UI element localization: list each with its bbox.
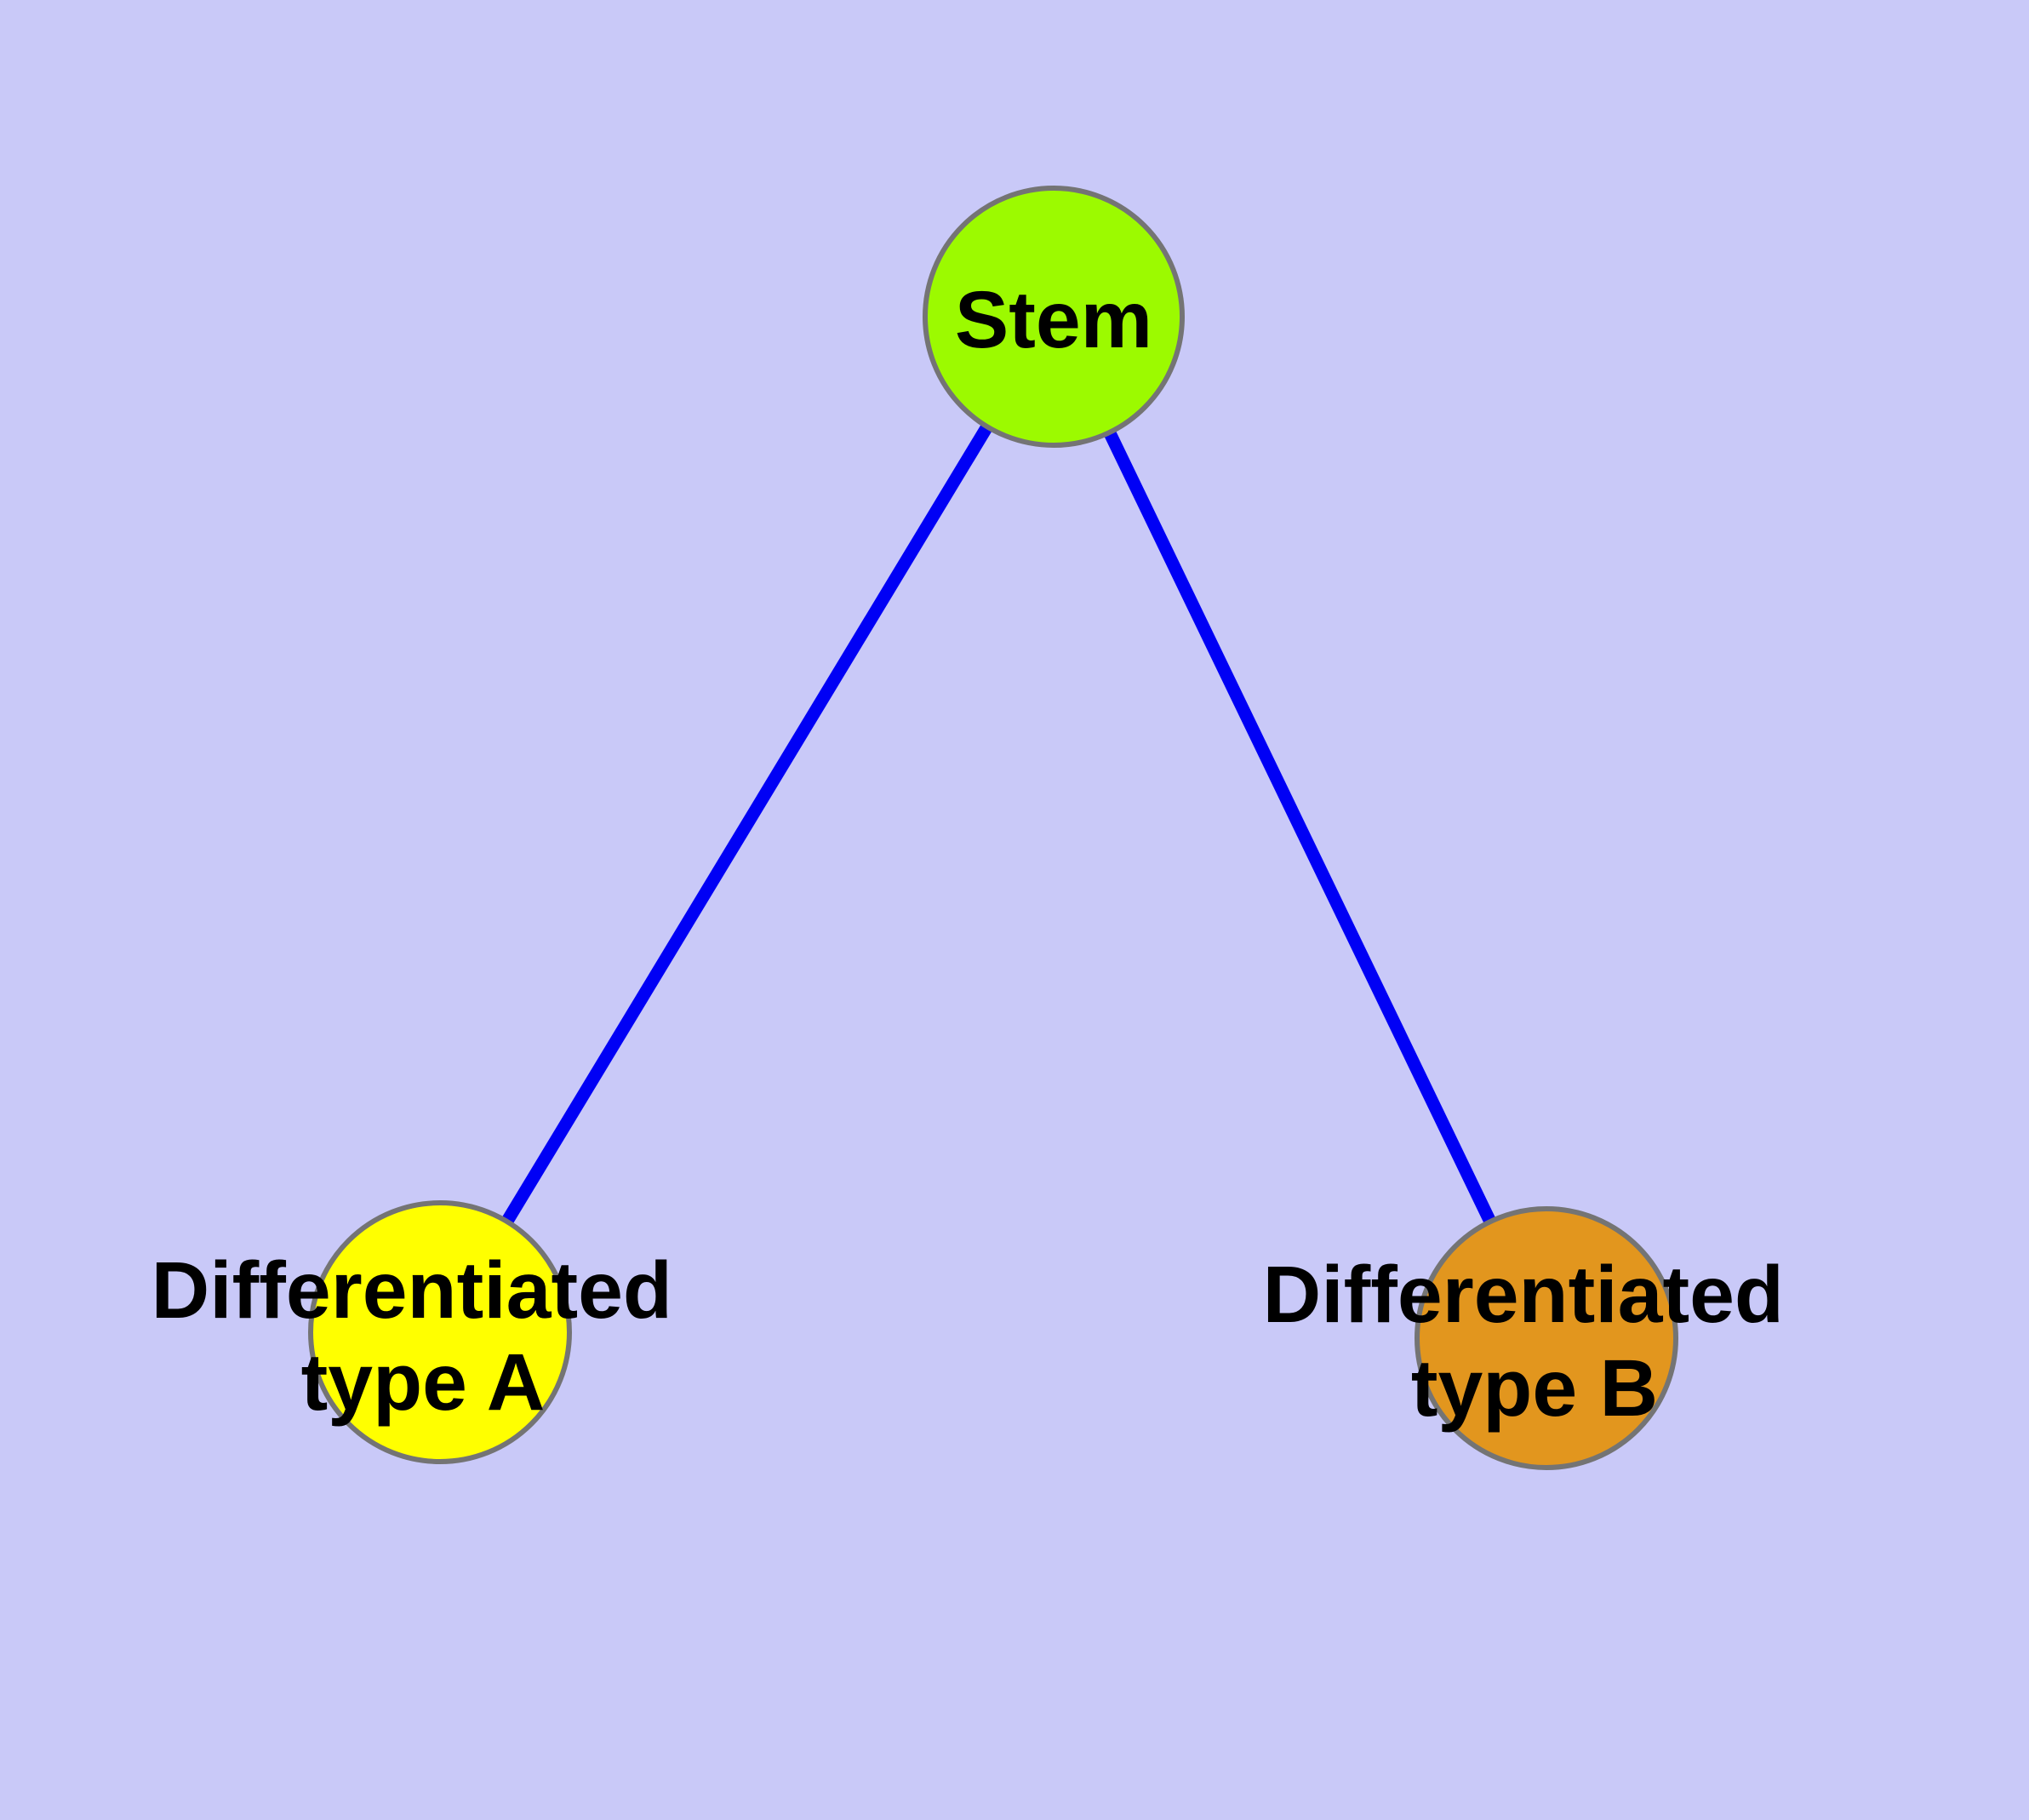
node-type-a-circle	[308, 1200, 572, 1464]
node-type-a-label: Differentiated type A	[151, 1245, 695, 1428]
node-type-b-label-line2: type B	[1411, 1343, 1658, 1434]
edge-stem-to-type-a	[434, 313, 1060, 1336]
node-type-b-label-line1: Differentiated	[1263, 1250, 1784, 1340]
node-stem-label: Stem	[955, 275, 1152, 365]
edge-stem-to-type-b	[1048, 313, 1552, 1342]
node-stem-circle	[923, 186, 1185, 448]
node-type-b-circle	[1415, 1206, 1678, 1470]
node-type-a-label-line2: type A	[301, 1337, 546, 1428]
node-type-b-label: Differentiated type B	[1263, 1250, 1807, 1434]
node-type-a-label-line1: Differentiated	[151, 1245, 672, 1336]
